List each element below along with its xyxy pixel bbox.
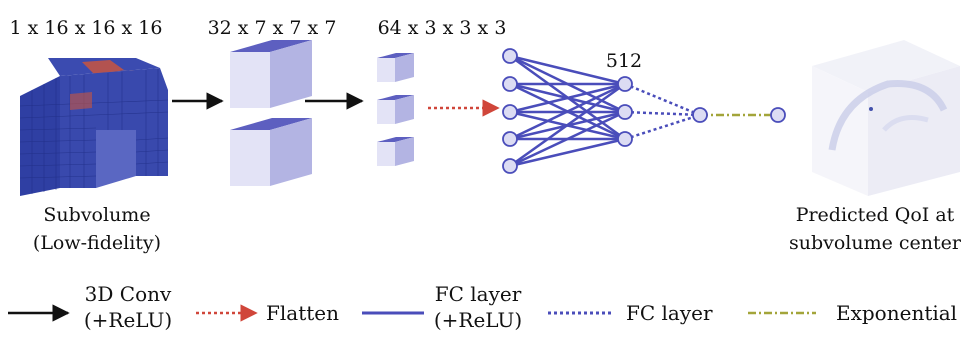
fc-relu-edge [509,82,626,141]
output-label-line1: Predicted QoI at [796,204,955,226]
fc-input-node [502,158,518,174]
fc-hidden-node [617,131,633,147]
output-predicted-volume [812,40,960,196]
legend-flatten-label: Flatten [266,301,339,325]
legend-conv-label-line2: (+ReLU) [84,308,172,332]
fc-relu-edge [509,82,626,168]
output-label-line2: subvolume center [789,232,962,254]
fc-relu-edge [509,54,626,86]
legend-fc-relu-label-line2: (+ReLU) [434,308,522,332]
legend-fc-relu-label-line1: FC layer [435,282,522,306]
fc-size-label: 512 [606,50,642,72]
fc-relu-edge [509,110,626,168]
fc-input-node [502,76,518,92]
exponential-output-node [770,107,786,123]
input-label-line1: Subvolume [43,204,150,226]
fc-edge [624,82,701,117]
legend-conv-label-line1: 3D Conv [85,282,172,306]
fc-hidden-node [617,104,633,120]
legend-exponential-label: Exponential [836,301,957,325]
fc-edge [624,110,701,117]
conv1-feature-block-bottom [230,118,312,186]
fc-relu-edge [509,137,626,168]
fc-input-node [502,131,518,147]
conv2-feature-block-2 [377,95,414,124]
conv2-feature-block-3 [377,137,414,166]
conv1-dimension-label: 32 x 7 x 7 x 7 [208,17,337,39]
input-subvolume-voxels [19,58,169,196]
fully-connected-network [502,48,786,174]
conv2-feature-block-1 [377,53,414,82]
legend: 3D Conv (+ReLU) Flatten FC layer (+ReLU)… [8,282,957,332]
fc-edge [624,113,701,141]
fc-output-node [692,107,708,123]
fc-input-node [502,48,518,64]
conv1-feature-block-top [230,40,312,108]
fc-relu-edge [509,82,626,114]
input-dimension-label: 1 x 16 x 16 x 16 [9,17,162,39]
fc-input-node [502,104,518,120]
conv2-dimension-label: 64 x 3 x 3 x 3 [378,17,507,39]
legend-fc-label: FC layer [626,301,713,325]
input-label-line2: (Low-fidelity) [33,232,161,254]
fc-hidden-node [617,76,633,92]
